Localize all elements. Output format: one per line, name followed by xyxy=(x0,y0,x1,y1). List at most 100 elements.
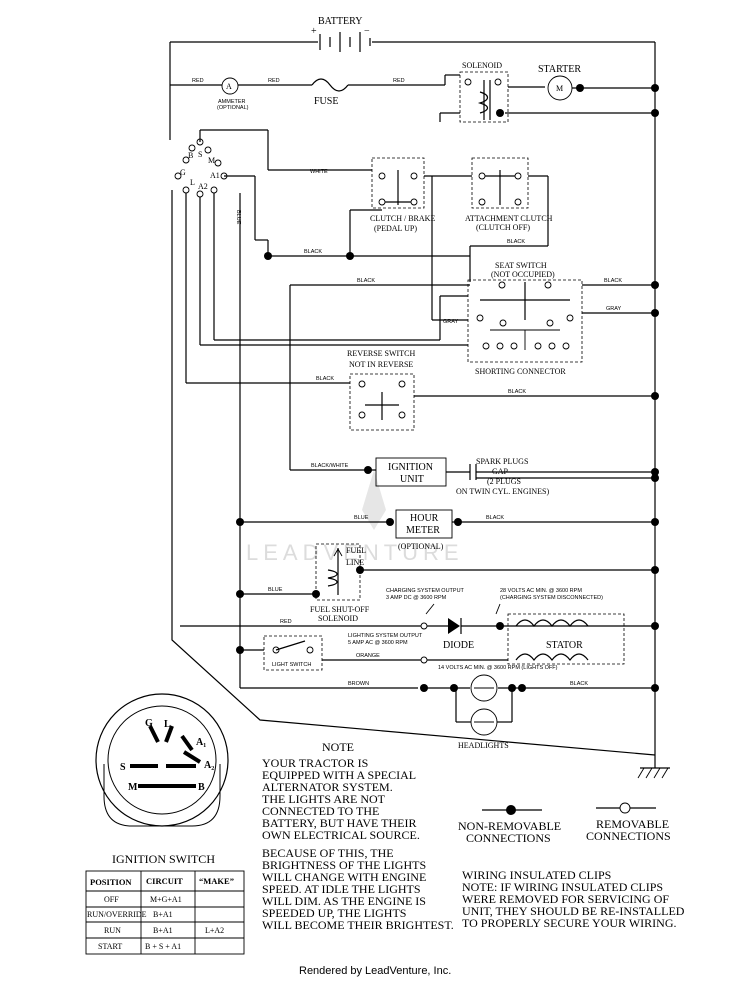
svg-text:BATTERY, BUT HAVE THEIR: BATTERY, BUT HAVE THEIR xyxy=(262,816,416,830)
light-switch-label: LIGHT SWITCH xyxy=(272,662,311,668)
footer-credit: Rendered by LeadVenture, Inc. xyxy=(299,965,451,977)
svg-text:SPEEDED UP, THE LIGHTS: SPEEDED UP, THE LIGHTS xyxy=(262,906,406,920)
hour-meter: BLUE HOUR METER (OPTIONAL) BLACK xyxy=(236,509,659,551)
seat-switch-label: SEAT SWITCH xyxy=(495,261,547,270)
two-plugs-label: (2 PLUGS xyxy=(487,477,521,486)
svg-text:BRIGHTNESS OF THE LIGHTS: BRIGHTNESS OF THE LIGHTS xyxy=(262,858,426,872)
solenoid: SOLENOID xyxy=(439,61,545,123)
face-a1: A₁ xyxy=(196,737,206,748)
wire-label-white: WHITE xyxy=(310,169,328,175)
ignition-switch-title: IGNITION SWITCH xyxy=(112,852,215,866)
svg-text:M+G+A1: M+G+A1 xyxy=(150,895,182,904)
battery-label: BATTERY xyxy=(318,16,362,27)
attachment-clutch-label: ATTACHMENT CLUTCH xyxy=(465,214,553,223)
svg-text:THE LIGHTS ARE NOT: THE LIGHTS ARE NOT xyxy=(262,792,386,806)
note-heading: NOTE xyxy=(322,740,354,754)
ammeter-a: A xyxy=(226,82,232,91)
wire-label-gray-2: GRAY xyxy=(443,319,459,325)
wire-label-black-5: BLACK xyxy=(508,389,526,395)
ignition-switch-terminals: B S M G L A1 A2 BLUE WHITE xyxy=(174,129,372,680)
svg-text:SPEED. AT IDLE THE LIGHTS: SPEED. AT IDLE THE LIGHTS xyxy=(262,882,421,896)
face-a2: A₂ xyxy=(204,760,214,771)
legend-non-removable-2: CONNECTIONS xyxy=(466,831,551,845)
charging-circuit: CHARGING SYSTEM OUTPUT 3 AMP DC @ 3600 R… xyxy=(180,588,659,665)
ground-icon xyxy=(637,755,670,779)
table-row: OFF M+G+A1 xyxy=(104,895,182,904)
svg-text:B+A1: B+A1 xyxy=(153,910,173,919)
ammeter-label: AMMETER xyxy=(218,99,246,105)
legend-non-removable-1: NON-REMOVABLE xyxy=(458,819,561,833)
clutch-off-label: (CLUTCH OFF) xyxy=(476,223,530,232)
charging-output-label-2: 3 AMP DC @ 3600 RPM xyxy=(386,595,447,601)
ignition-switch-face: G L A₁ A₂ S M B xyxy=(95,693,229,827)
ignition-unit-label-2: UNIT xyxy=(400,474,424,485)
volts28-label-1: 28 VOLTS AC MIN. @ 3600 RPM xyxy=(500,588,582,594)
term-a2: A2 xyxy=(198,182,208,191)
shorting-connector-label: SHORTING CONNECTOR xyxy=(475,367,566,376)
lighting-output-label-1: LIGHTING SYSTEM OUTPUT xyxy=(348,633,423,639)
hour-meter-optional: (OPTIONAL) xyxy=(398,542,444,551)
fuel-solenoid-label-1: FUEL SHUT-OFF xyxy=(310,605,370,614)
lighting-output-label-2: 5 AMP AC @ 3600 RPM xyxy=(348,640,408,646)
wire-label-red-2: RED xyxy=(268,78,280,84)
starter-m: M xyxy=(556,84,563,93)
battery-plus: + xyxy=(311,26,317,37)
wire-label-orange: ORANGE xyxy=(356,653,380,659)
legend-removable-1: REMOVABLE xyxy=(596,817,669,831)
wire-label-gray-1: GRAY xyxy=(606,306,622,312)
term-a1: A1 xyxy=(210,171,220,180)
face-m: M xyxy=(128,782,138,793)
pedal-up-label: (PEDAL UP) xyxy=(374,224,417,233)
svg-text:WILL CHANGE WITH ENGINE: WILL CHANGE WITH ENGINE xyxy=(262,870,426,884)
solenoid-label: SOLENOID xyxy=(462,61,502,70)
alternator-note: NOTE YOUR TRACTOR IS EQUIPPED WITH A SPE… xyxy=(262,740,454,932)
starter-label: STARTER xyxy=(538,64,581,75)
svg-text:RUN/OVERRIDE: RUN/OVERRIDE xyxy=(87,910,147,919)
reverse-switch: REVERSE SWITCH NOT IN REVERSE BLACK BLAC… xyxy=(316,349,659,431)
svg-text:B+A1: B+A1 xyxy=(153,926,173,935)
stator-label: STATOR xyxy=(546,640,583,651)
fuel-solenoid-label-2: SOLENOID xyxy=(318,614,358,623)
line-label: LINE xyxy=(346,558,364,567)
wire-label-red-4: RED xyxy=(280,619,292,625)
spark-plugs-label: SPARK PLUGS xyxy=(476,457,528,466)
face-b: B xyxy=(198,782,205,793)
table-header-position: POSITION xyxy=(90,877,132,887)
svg-text:OFF: OFF xyxy=(104,895,119,904)
face-s: S xyxy=(120,762,126,773)
table-header-make: “MAKE” xyxy=(199,876,234,886)
svg-text:YOUR TRACTOR IS: YOUR TRACTOR IS xyxy=(262,756,368,770)
black-wires-mid: BLACK BLACK xyxy=(264,249,470,470)
table-row: RUN B+A1 L+A2 xyxy=(104,926,224,935)
svg-text:TO PROPERLY SECURE YOUR WIRING: TO PROPERLY SECURE YOUR WIRING. xyxy=(462,916,676,930)
wiring-clips-note: WIRING INSULATED CLIPS NOTE: IF WIRING I… xyxy=(462,868,685,930)
term-s: S xyxy=(198,150,202,159)
wire-label-black-6: BLACK xyxy=(486,515,504,521)
volts14-label: 14 VOLTS AC MIN. @ 3600 RPM (LIGHTS OFF) xyxy=(438,665,558,671)
wire-label-black-att: BLACK xyxy=(507,239,525,245)
wire-label-black-white: BLACK/WHITE xyxy=(311,463,349,469)
fuse-label: FUSE xyxy=(314,96,338,107)
table-row: RUN/OVERRIDE B+A1 xyxy=(87,910,173,919)
attachment-clutch-switch: ATTACHMENT CLUTCH (CLUTCH OFF) BLACK xyxy=(431,157,553,320)
svg-text:EQUIPPED WITH A SPECIAL: EQUIPPED WITH A SPECIAL xyxy=(262,768,416,782)
not-occupied-label: (NOT OCCUPIED) xyxy=(491,270,555,279)
ignition-unit-label-1: IGNITION xyxy=(388,462,433,473)
svg-text:UNIT, THEY SHOULD BE RE-INSTAL: UNIT, THEY SHOULD BE RE-INSTALLED xyxy=(462,904,685,918)
svg-text:WILL DIM. AS THE ENGINE IS: WILL DIM. AS THE ENGINE IS xyxy=(262,894,426,908)
wire-label-blue-vert: BLUE xyxy=(235,210,241,225)
table-header-circuit: CIRCUIT xyxy=(146,876,183,886)
diode-label: DIODE xyxy=(443,640,474,651)
clutch-brake-label: CLUTCH / BRAKE xyxy=(370,214,435,223)
twin-cyl-label: ON TWIN CYL. ENGINES) xyxy=(456,487,550,496)
svg-text:B + S + A1: B + S + A1 xyxy=(145,942,181,951)
red-main-wire: A AMMETER (OPTIONAL) RED RED FUSE RED xyxy=(170,74,460,111)
seat-switch: SEAT SWITCH (NOT OCCUPIED) SHORTING CONN… xyxy=(200,261,659,376)
wire-label-black-3: BLACK xyxy=(604,278,622,284)
table-row: START B + S + A1 xyxy=(98,942,181,951)
battery-minus: − xyxy=(364,26,370,37)
svg-text:CONNECTED TO THE: CONNECTED TO THE xyxy=(262,804,379,818)
term-b: B xyxy=(188,151,193,160)
hour-meter-label-2: METER xyxy=(406,525,440,536)
